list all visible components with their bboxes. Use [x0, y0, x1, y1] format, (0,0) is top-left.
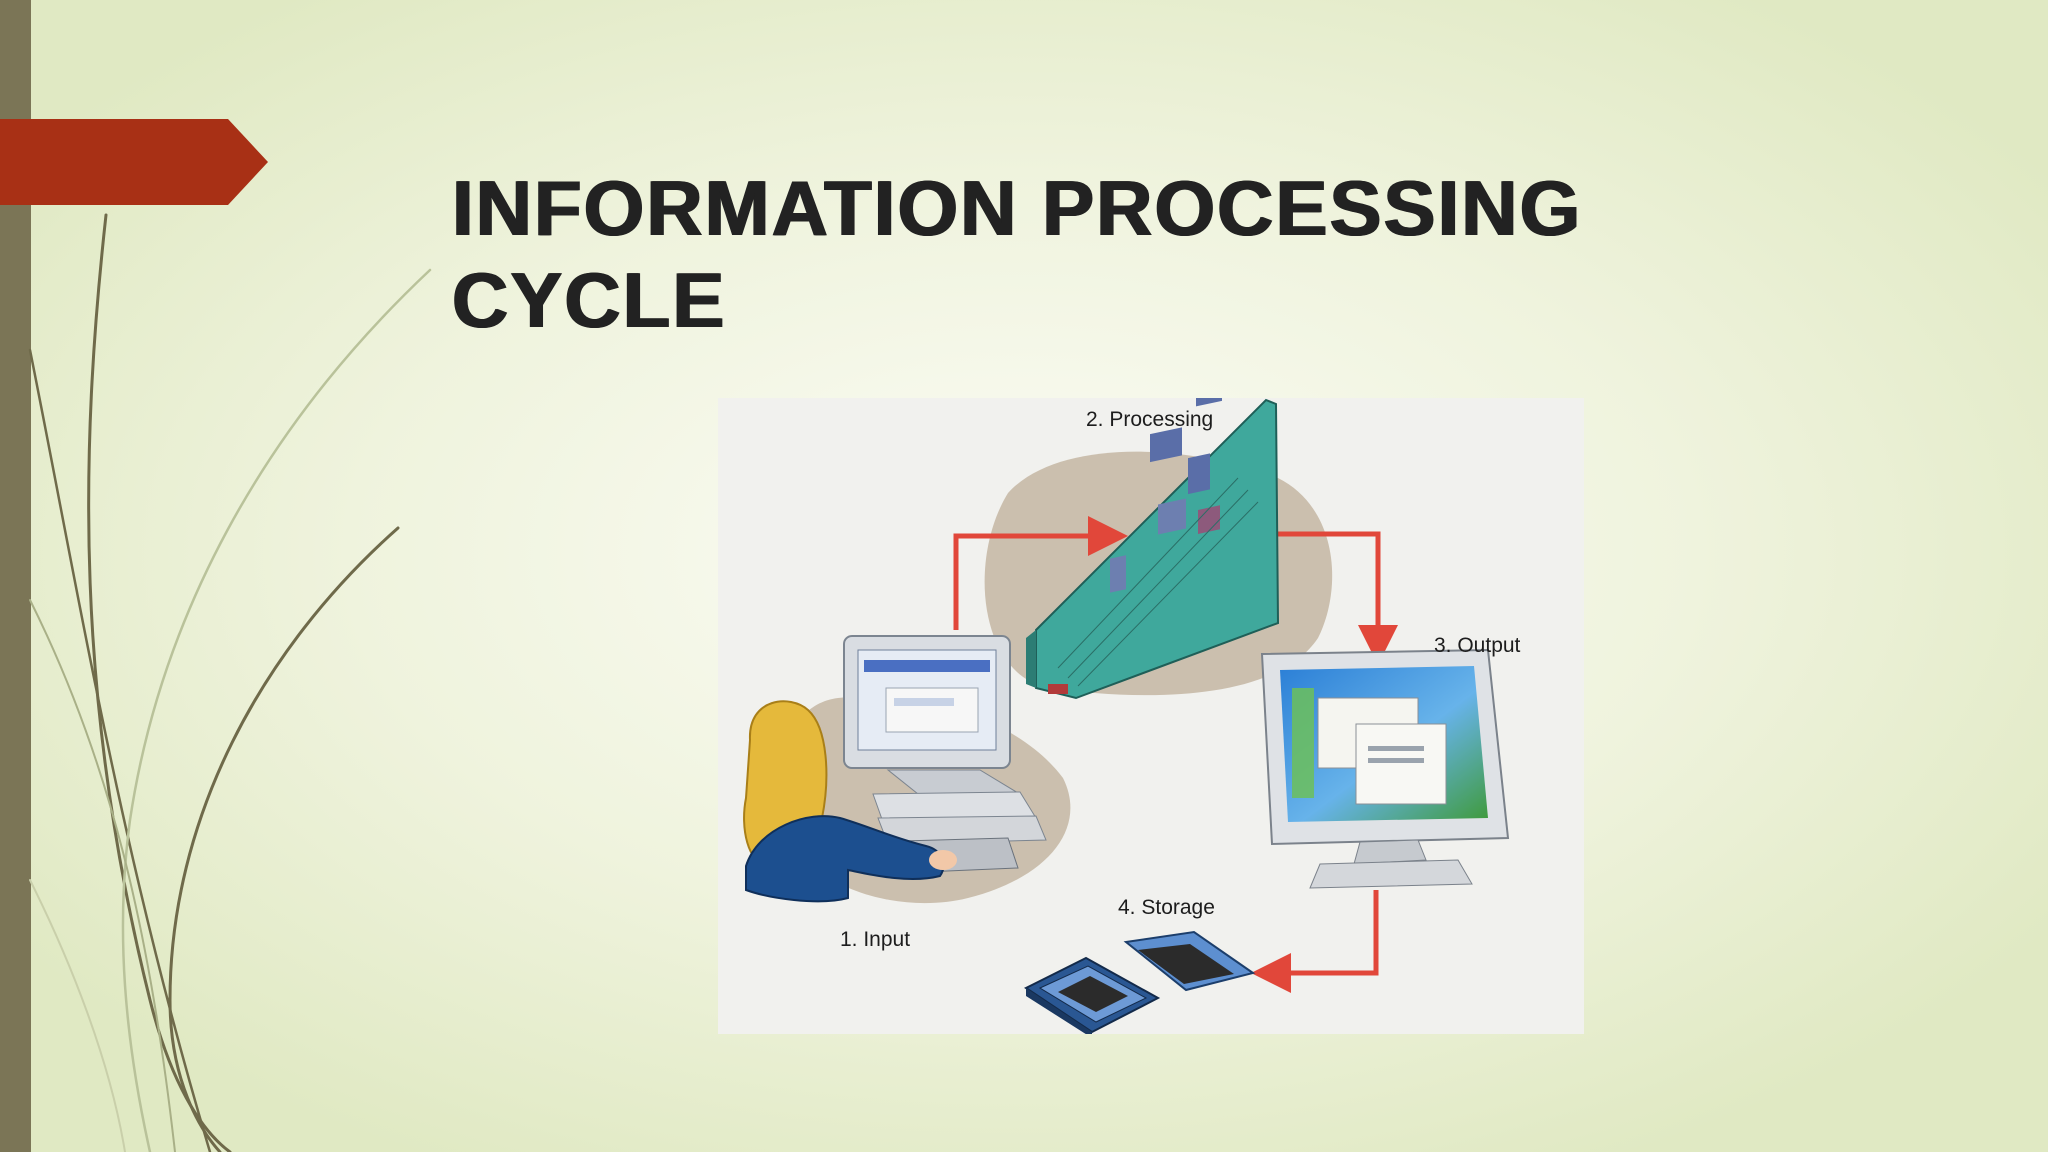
slide-title: INFORMATION PROCESSING CYCLE — [452, 162, 1752, 346]
processing-label: 2. Processing — [1086, 408, 1213, 431]
title-line-2: CYCLE — [452, 256, 727, 344]
monitor-icon — [1260, 648, 1510, 889]
disk-drive-icon — [1024, 930, 1256, 1034]
input-label: 1. Input — [840, 928, 910, 951]
circuit-board-icon — [1026, 398, 1280, 700]
storage-label: 4. Storage — [1118, 896, 1215, 919]
title-line-1: INFORMATION PROCESSING — [452, 164, 1583, 252]
information-processing-diagram: 2. Processing 3. Output 4. Storage 1. In… — [718, 398, 1584, 1034]
user-computer-icon — [743, 635, 1047, 903]
output-label: 3. Output — [1434, 634, 1521, 657]
red-arrow-tab — [0, 119, 268, 205]
